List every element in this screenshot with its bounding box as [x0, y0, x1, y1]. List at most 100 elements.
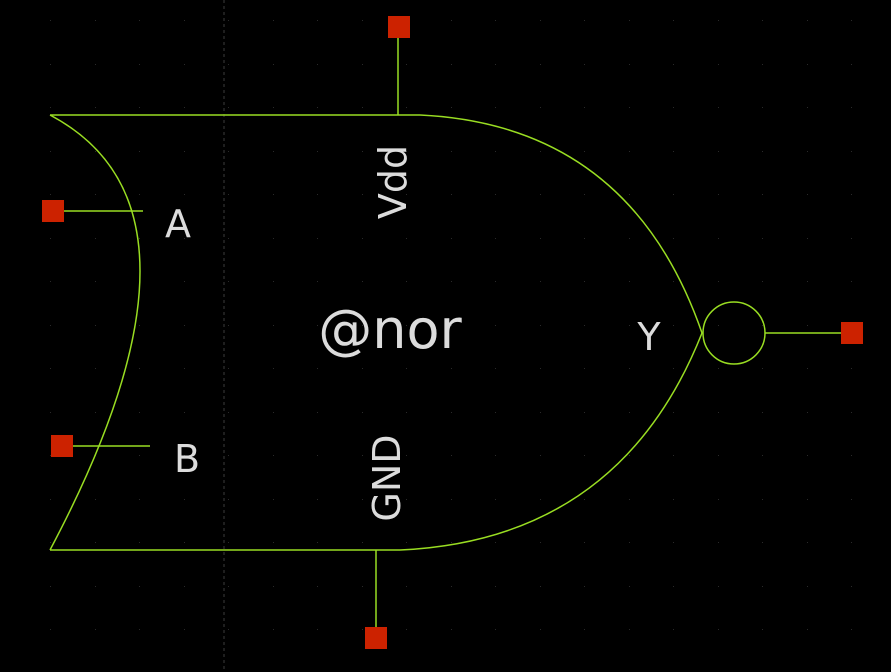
grid-dot — [139, 107, 140, 108]
grid-dot — [95, 194, 96, 195]
grid-dot — [406, 499, 407, 500]
grid-dot — [139, 542, 140, 543]
grid-dot — [139, 368, 140, 369]
grid-dot — [807, 586, 808, 587]
grid-dot — [762, 281, 763, 282]
grid-dot — [95, 412, 96, 413]
grid-dot — [139, 325, 140, 326]
grid-dot — [807, 455, 808, 456]
grid-dot — [228, 368, 229, 369]
grid-dot — [540, 542, 541, 543]
grid-dot — [629, 20, 630, 21]
grid-dot — [540, 499, 541, 500]
grid-dot — [718, 586, 719, 587]
grid-dots — [50, 20, 852, 630]
grid-dot — [584, 542, 585, 543]
grid-dot — [807, 238, 808, 239]
grid-dot — [451, 20, 452, 21]
grid-dot — [540, 64, 541, 65]
grid-dot — [317, 281, 318, 282]
grid-dot — [851, 107, 852, 108]
grid-dot — [851, 238, 852, 239]
grid-dot — [718, 455, 719, 456]
pin-y-marker[interactable] — [841, 322, 863, 344]
grid-dot — [673, 455, 674, 456]
grid-dot — [673, 238, 674, 239]
grid-dot — [317, 629, 318, 630]
grid-dot — [50, 412, 51, 413]
grid-dot — [50, 586, 51, 587]
grid-dot — [228, 281, 229, 282]
gate-body[interactable] — [49, 114, 766, 551]
grid-dot — [584, 151, 585, 152]
grid-dot — [95, 238, 96, 239]
grid-dot — [495, 499, 496, 500]
grid-dot — [540, 412, 541, 413]
grid-dot — [228, 238, 229, 239]
grid-dot — [718, 281, 719, 282]
grid-dot — [718, 64, 719, 65]
grid-dot — [718, 107, 719, 108]
pin-b-marker[interactable] — [51, 435, 73, 457]
grid-dot — [362, 629, 363, 630]
grid-dot — [584, 281, 585, 282]
grid-dot — [540, 194, 541, 195]
grid-dot — [317, 499, 318, 500]
grid-dot — [362, 20, 363, 21]
grid-dot — [540, 455, 541, 456]
grid-dot — [718, 238, 719, 239]
pin-markers[interactable] — [42, 16, 863, 649]
grid-dot — [362, 151, 363, 152]
grid-dot — [584, 107, 585, 108]
grid-dot — [629, 151, 630, 152]
pin-wires — [60, 34, 845, 630]
grid-dot — [273, 455, 274, 456]
grid-dot — [139, 412, 140, 413]
grid-dot — [184, 325, 185, 326]
grid-dot — [139, 629, 140, 630]
grid-dot — [495, 238, 496, 239]
grid-dot — [495, 586, 496, 587]
grid-dot — [451, 412, 452, 413]
grid-dot — [228, 64, 229, 65]
grid-dot — [495, 107, 496, 108]
grid-dot — [673, 499, 674, 500]
pin-vdd-marker[interactable] — [388, 16, 410, 38]
grid-dot — [273, 151, 274, 152]
grid-dot — [718, 542, 719, 543]
grid-dot — [95, 368, 96, 369]
grid-dot — [50, 194, 51, 195]
grid-dot — [673, 629, 674, 630]
grid-dot — [629, 412, 630, 413]
grid-dot — [50, 629, 51, 630]
grid-dot — [317, 151, 318, 152]
grid-dot — [50, 455, 51, 456]
grid-dot — [406, 64, 407, 65]
pin-gnd-marker[interactable] — [365, 627, 387, 649]
grid-dot — [50, 542, 51, 543]
grid-dot — [807, 281, 808, 282]
grid-dot — [673, 586, 674, 587]
grid-dot — [273, 499, 274, 500]
grid-dot — [317, 542, 318, 543]
grid-dot — [451, 586, 452, 587]
grid-dot — [184, 499, 185, 500]
grid-dot — [673, 368, 674, 369]
grid-dot — [629, 629, 630, 630]
symbol-name-label: @nor — [318, 298, 462, 361]
grid-dot — [851, 542, 852, 543]
grid-dot — [362, 325, 363, 326]
grid-dot — [718, 20, 719, 21]
grid-dot — [673, 412, 674, 413]
grid-dot — [540, 151, 541, 152]
grid-dot — [762, 368, 763, 369]
grid-dot — [362, 542, 363, 543]
grid-dot — [673, 151, 674, 152]
grid-dot — [406, 455, 407, 456]
grid-dot — [629, 194, 630, 195]
grid-dot — [273, 281, 274, 282]
grid-dot — [406, 368, 407, 369]
pin-a-marker[interactable] — [42, 200, 64, 222]
